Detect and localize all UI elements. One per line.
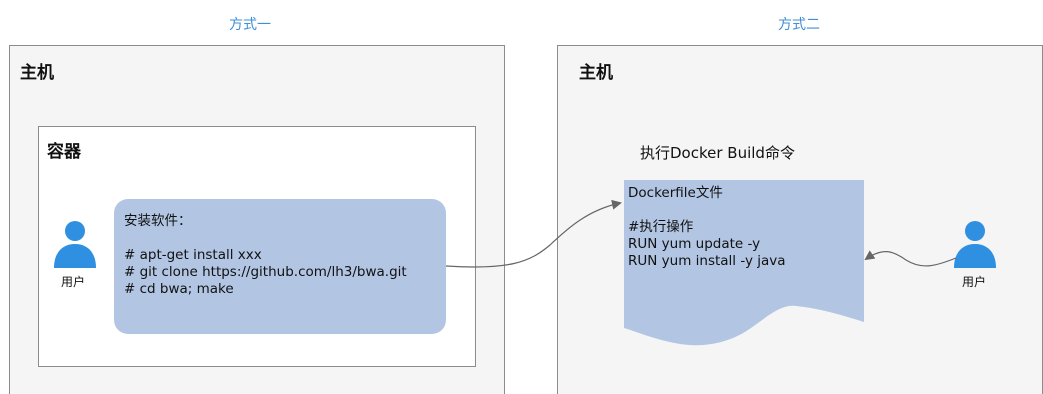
user-icon: [954, 221, 996, 268]
user-label-method-one: 用户: [61, 275, 86, 289]
method-two-title: 方式二: [778, 17, 820, 33]
container-label: 容器: [47, 142, 81, 162]
host-label-method-two: 主机: [579, 63, 613, 83]
host-label-method-one: 主机: [20, 63, 54, 83]
install-commands-card: 安装软件： # apt-get install xxx # git clone …: [114, 199, 446, 334]
arrow-connector: [445, 199, 622, 268]
doc-line: [628, 202, 786, 219]
dockerfile-text: Dockerfile文件 #执行操作 RUN yum update -y RUN…: [628, 185, 786, 270]
method-one-title: 方式一: [229, 17, 271, 33]
user-label-method-two: 用户: [962, 275, 987, 289]
doc-line: Dockerfile文件: [628, 185, 723, 201]
dockerfile-document: [624, 180, 864, 346]
card-line: # cd bwa; make: [124, 281, 234, 297]
docker-build-command-title: 执行Docker Build命令: [640, 144, 795, 162]
doc-line: RUN yum update -y: [628, 236, 761, 252]
user-icon: [54, 221, 96, 268]
doc-line: #执行操作: [628, 219, 694, 235]
doc-line: RUN yum install -y java: [628, 253, 786, 269]
card-line: # apt-get install xxx: [124, 247, 262, 263]
card-line: 安装软件：: [124, 213, 192, 229]
arrow-connector: [864, 250, 957, 267]
card-line: # git clone https://github.com/lh3/bwa.g…: [124, 264, 407, 280]
